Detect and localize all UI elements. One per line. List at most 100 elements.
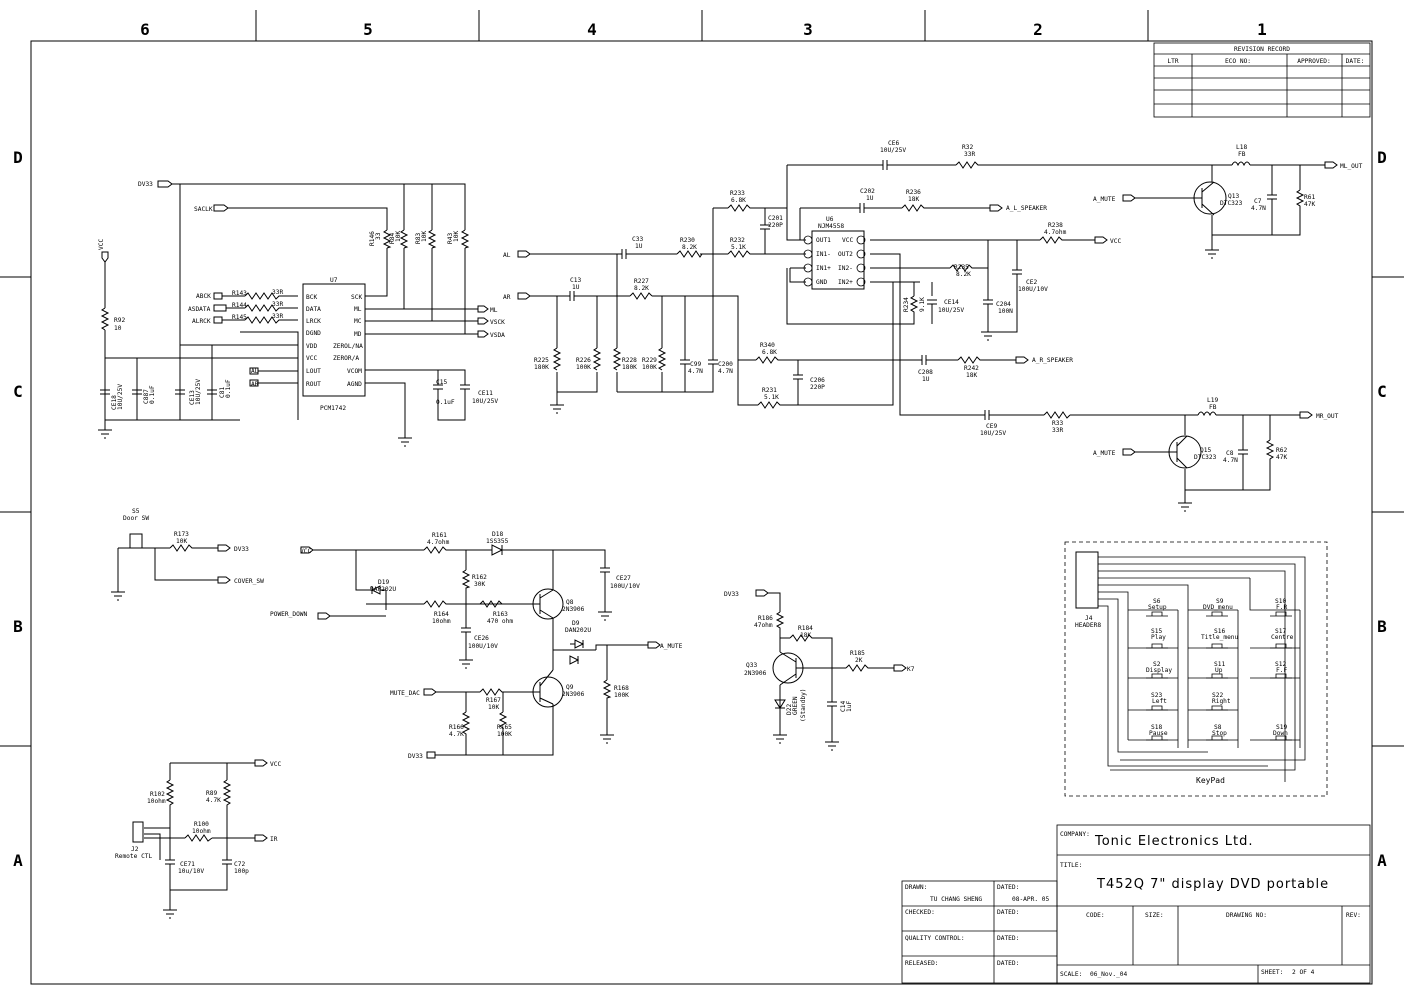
ic-u6-njm4558 bbox=[803, 230, 866, 290]
lbl-l121: A_MUTE bbox=[1093, 196, 1116, 203]
switch-s23-label: Left bbox=[1152, 698, 1167, 705]
lbl-l055: ML bbox=[490, 307, 498, 314]
lbl-l130: C206 bbox=[810, 377, 825, 384]
lbl-l176: 2N3906 bbox=[562, 606, 585, 613]
title-block: COMPANY: Tonic Electronics Ltd. TITLE: T… bbox=[901, 824, 1371, 984]
switch-s18-ref: S18 bbox=[1151, 724, 1162, 731]
zone-side-c: C bbox=[13, 382, 23, 401]
lbl-l192: 100K bbox=[497, 731, 512, 738]
lbl-l114: CE14 bbox=[944, 299, 959, 306]
switch-s11-ref: S11 bbox=[1214, 661, 1225, 668]
lbl-l184: MUTE_DAC bbox=[390, 690, 420, 697]
switch-s9-ref: S9 bbox=[1216, 598, 1224, 605]
lbl-l177: CE26 bbox=[474, 635, 489, 642]
zone-side-c-right: C bbox=[1377, 382, 1387, 401]
switch-s16-ref: S16 bbox=[1214, 628, 1225, 635]
keypad-title: KeyPad bbox=[1196, 776, 1225, 785]
lbl-l198: 18K bbox=[800, 632, 811, 639]
lbl-l050: PCM1742 bbox=[320, 405, 346, 412]
switch-s15-ref: S15 bbox=[1151, 628, 1162, 635]
lbl-l099: IN1+ bbox=[816, 265, 831, 272]
lbl-l112: R234 bbox=[903, 297, 910, 312]
lbl-l123: DTC323 bbox=[1220, 200, 1243, 207]
lbl-l076: C99 bbox=[690, 361, 701, 368]
lbl-l138: A_R_SPEAKER bbox=[1032, 357, 1073, 364]
lbl-l080: R233 bbox=[730, 190, 745, 197]
lbl-l048: VCOM bbox=[347, 368, 362, 375]
lbl-l034: BCK bbox=[306, 294, 317, 301]
lbl-l008: ALRCK bbox=[192, 318, 211, 325]
lbl-l126: R61 bbox=[1304, 194, 1315, 201]
lbl-l124: C7 bbox=[1254, 198, 1262, 205]
lbl-l020: 0.1uF bbox=[149, 385, 156, 404]
lbl-l087: 10U/25V bbox=[880, 147, 906, 154]
lbl-l045: MD bbox=[354, 331, 362, 338]
lbl-l082: C201 bbox=[768, 215, 783, 222]
lbl-l170: POWER_DOWN bbox=[270, 611, 308, 618]
lbl-l137: 18K bbox=[966, 372, 977, 379]
lbl-l200: 2K bbox=[855, 657, 863, 664]
ic-u7-pcm1742 bbox=[302, 283, 366, 397]
lbl-l102: OUT2 bbox=[838, 251, 853, 258]
lbl-l166: R162 bbox=[472, 574, 487, 581]
lbl-l063: 1U bbox=[572, 284, 580, 291]
lbl-l156: 10K bbox=[176, 538, 187, 545]
drawn-dated-label: DATED: bbox=[997, 884, 1019, 891]
lbl-l193: DV33 bbox=[408, 753, 423, 760]
scale-label: SCALE: bbox=[1060, 971, 1082, 978]
lbl-l030: 10K bbox=[421, 231, 428, 242]
lbl-l148: DTC323 bbox=[1194, 454, 1217, 461]
lbl-l201: K7 bbox=[907, 666, 915, 673]
switch-s19-label: Down bbox=[1273, 730, 1288, 737]
quality-dated-label: DATED: bbox=[997, 935, 1019, 942]
lbl-l215: 10ohm bbox=[192, 828, 211, 835]
sheet-border bbox=[0, 10, 1404, 985]
lbl-l205: GREEN bbox=[792, 696, 799, 715]
lbl-l204: D22 bbox=[786, 704, 793, 715]
lbl-l149: C8 bbox=[1226, 450, 1234, 457]
lbl-l051: C15 bbox=[436, 379, 447, 386]
lbl-l195: R186 bbox=[758, 615, 773, 622]
lbl-l115: 10U/25V bbox=[938, 307, 964, 314]
zone-top-4: 4 bbox=[587, 20, 597, 39]
lbl-l181: A_MUTE bbox=[660, 643, 683, 650]
lbl-l047: ZEROR/A bbox=[333, 355, 359, 362]
lbl-l141: R33 bbox=[1052, 420, 1063, 427]
lbl-l131: 220P bbox=[810, 384, 825, 391]
lbl-l074: R229 bbox=[642, 357, 657, 364]
lbl-l196: 47ohm bbox=[754, 622, 773, 629]
lbl-l164: CE27 bbox=[616, 575, 631, 582]
lbl-l040: LOUT bbox=[306, 368, 321, 375]
lbl-l097: OUT1 bbox=[816, 237, 831, 244]
lbl-l220: 10u/10V bbox=[178, 868, 204, 875]
lbl-l150: 4.7N bbox=[1223, 457, 1238, 464]
lbl-l207: C14 bbox=[840, 701, 847, 712]
zone-side-d-right: D bbox=[1377, 148, 1387, 167]
code-label: CODE: bbox=[1086, 912, 1105, 919]
zone-top-6: 6 bbox=[140, 20, 150, 39]
lbl-l027: R84 bbox=[389, 233, 396, 244]
capacitors bbox=[100, 160, 1277, 868]
revision-title: REVISION RECORD bbox=[1234, 46, 1290, 53]
lbl-l221: C72 bbox=[234, 861, 245, 868]
lbl-l106: 4.7ohm bbox=[1044, 229, 1067, 236]
drawn-label: DRAWN: bbox=[905, 884, 927, 891]
lbl-l061: 1U bbox=[635, 243, 643, 250]
lbl-l066: R227 bbox=[634, 278, 649, 285]
lbl-l172: 10ohm bbox=[432, 618, 451, 625]
lbl-l089: 33R bbox=[964, 151, 975, 158]
lbl-l128: R340 bbox=[760, 342, 775, 349]
zone-side-a-right: A bbox=[1377, 851, 1387, 870]
lbl-l060: C33 bbox=[632, 236, 643, 243]
lbl-l143: L19 bbox=[1207, 397, 1218, 404]
lbl-l070: R226 bbox=[576, 357, 591, 364]
lbl-l223: J4 bbox=[1085, 615, 1093, 622]
revision-eco: ECO NO: bbox=[1225, 58, 1251, 65]
lbl-l190: 4.7K bbox=[449, 731, 464, 738]
lbl-l018: 10U/25V bbox=[117, 384, 124, 410]
